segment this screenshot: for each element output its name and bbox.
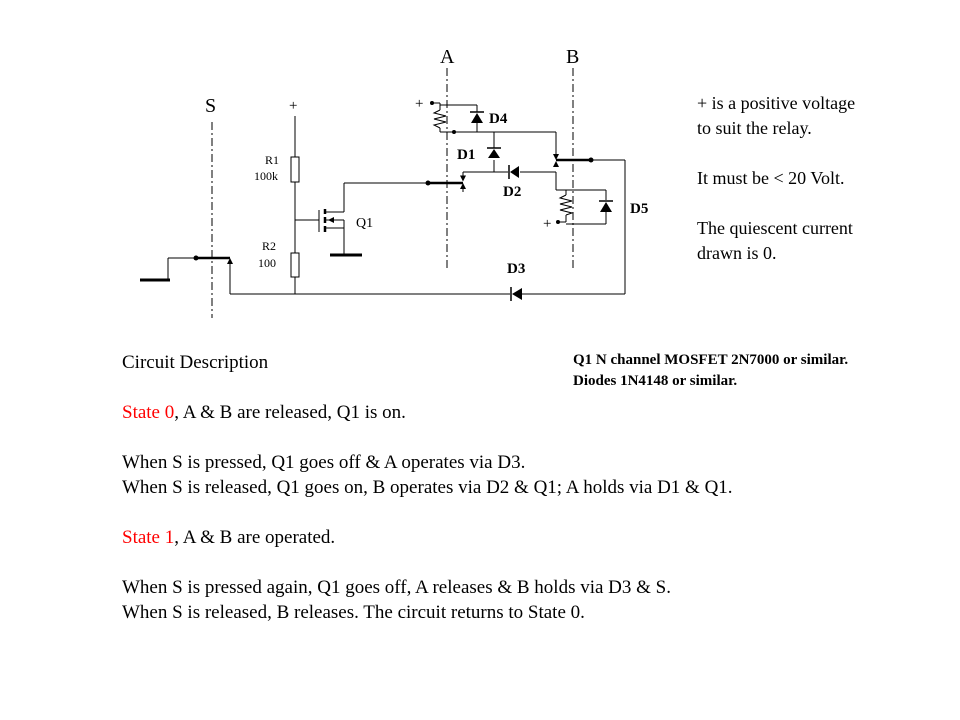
- relay-coil-a: [432, 109, 447, 129]
- relay-contact-b: [553, 154, 594, 167]
- parts-line-1: Q1 N channel MOSFET 2N7000 or similar.: [573, 352, 849, 368]
- state-1-text: , A & B are operated.: [174, 527, 336, 548]
- note-line-2: to suit the relay.: [697, 118, 812, 138]
- label-r1-value: 100k: [254, 169, 278, 183]
- label-d5: D5: [630, 201, 648, 217]
- label-q1: Q1: [356, 216, 373, 231]
- parts-line-2: Diodes 1N4148 or similar.: [573, 373, 738, 389]
- label-plus-a: +: [415, 96, 423, 112]
- label-r2: R2: [262, 239, 276, 253]
- mosfet-q1: [318, 209, 362, 257]
- voltage-notes: + is a positive voltage to suit the rela…: [697, 91, 855, 266]
- state-0-step-2: When S is released, Q1 goes on, B operat…: [122, 477, 733, 498]
- state-1-step-2: When S is released, B releases. The circ…: [122, 602, 585, 623]
- diode-d2: [508, 165, 519, 179]
- actuator-axes: [211, 68, 574, 318]
- label-plus-r1: +: [289, 98, 297, 114]
- parts-list: Q1 N channel MOSFET 2N7000 or similar. D…: [573, 350, 848, 392]
- state-1-summary: State 1, A & B are operated.: [122, 525, 882, 550]
- label-d4: D4: [489, 111, 508, 127]
- resistor-r2: [290, 252, 300, 278]
- wiring: [167, 102, 626, 295]
- circuit-description: Circuit Description State 0, A & B are r…: [122, 350, 882, 625]
- diode-d5: [599, 200, 613, 212]
- note-line-1: + is a positive voltage: [697, 93, 856, 113]
- label-d2: D2: [503, 184, 521, 200]
- label-s: S: [205, 95, 216, 117]
- label-a: A: [440, 46, 455, 68]
- label-d3: D3: [507, 261, 525, 277]
- relay-coil-b: [558, 194, 574, 216]
- note-line-4: The quiescent current: [697, 218, 853, 238]
- label-b: B: [566, 46, 579, 68]
- state-1-label: State 1: [122, 527, 175, 548]
- switch-s: [140, 255, 233, 282]
- diode-d4: [470, 111, 484, 123]
- label-r2-value: 100: [258, 256, 276, 270]
- state-1-step-1: When S is pressed again, Q1 goes off, A …: [122, 577, 671, 598]
- diode-d3: [510, 287, 522, 301]
- label-d1: D1: [457, 147, 475, 163]
- resistor-r1: [290, 156, 300, 183]
- note-line-3: It must be < 20 Volt.: [697, 168, 845, 188]
- relay-contact-a: [425, 130, 466, 192]
- note-line-5: drawn is 0.: [697, 243, 777, 263]
- label-r1: R1: [265, 153, 279, 167]
- state-0-summary: State 0, A & B are released, Q1 is on.: [122, 400, 882, 425]
- label-plus-b: +: [543, 216, 551, 232]
- circuit-schematic: S A B + + + R1 100k R2 100 Q1 D4 D1 D2 D…: [140, 46, 648, 318]
- state-0-text: , A & B are released, Q1 is on.: [174, 402, 406, 423]
- state-0-step-1: When S is pressed, Q1 goes off & A opera…: [122, 452, 526, 473]
- description-heading: Circuit Description: [122, 352, 269, 373]
- diode-d1: [487, 147, 501, 158]
- state-0-label: State 0: [122, 402, 175, 423]
